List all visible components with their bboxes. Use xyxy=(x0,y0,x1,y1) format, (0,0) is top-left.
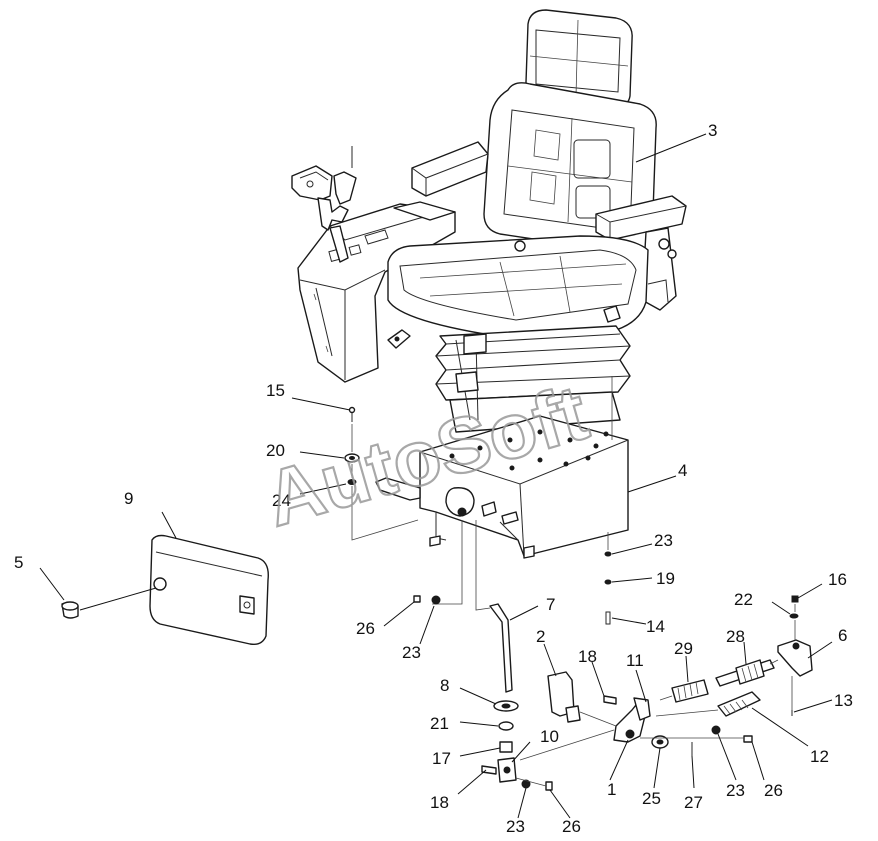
callout-26-lower: 26 xyxy=(562,817,581,836)
callout-22: 22 xyxy=(734,590,753,609)
callout-27: 27 xyxy=(684,793,703,812)
nut-16 xyxy=(791,595,799,603)
bolt-14 xyxy=(605,611,611,625)
cotter-26-right xyxy=(743,735,753,743)
callout-15: 15 xyxy=(266,381,285,400)
washer-23-box xyxy=(604,551,612,557)
seat-suspension xyxy=(435,325,631,433)
pin-18-lower xyxy=(481,765,497,775)
washer-23-left xyxy=(431,595,441,605)
lever-1 xyxy=(613,697,651,743)
callout-14: 14 xyxy=(646,617,665,636)
callout-10: 10 xyxy=(540,727,559,746)
callout-21: 21 xyxy=(430,714,449,733)
callout-23-left: 23 xyxy=(402,643,421,662)
callout-26-right: 26 xyxy=(764,781,783,800)
pivot-block xyxy=(497,757,517,783)
callout-7: 7 xyxy=(546,595,555,614)
callout-3: 3 xyxy=(708,121,717,140)
cap-nut xyxy=(61,601,79,619)
callout-16: 16 xyxy=(828,570,847,589)
washer-24 xyxy=(347,479,357,485)
washer-22 xyxy=(789,613,799,619)
callout-5: 5 xyxy=(14,553,23,572)
nut-17 xyxy=(499,741,513,753)
callout-20: 20 xyxy=(266,441,285,460)
callout-2: 2 xyxy=(536,627,545,646)
callout-24: 24 xyxy=(272,491,291,510)
callout-28: 28 xyxy=(726,627,745,646)
cotter-26-left xyxy=(413,595,421,603)
side-cover xyxy=(149,534,269,646)
callout-1: 1 xyxy=(607,780,616,799)
callout-6: 6 xyxy=(838,626,847,645)
spring-12 xyxy=(717,691,761,717)
callout-labels: 1 2 3 4 5 6 7 8 9 10 11 12 13 14 15 16 1… xyxy=(14,121,853,836)
washer-23-right xyxy=(711,725,721,735)
cotter-26-lower xyxy=(545,781,553,791)
callout-17: 17 xyxy=(432,749,451,768)
bracket-6 xyxy=(777,639,813,677)
seat-base-box xyxy=(375,415,629,559)
callout-4: 4 xyxy=(678,461,687,480)
pin-18-upper xyxy=(603,695,617,705)
callout-25: 25 xyxy=(642,789,661,808)
callout-29: 29 xyxy=(674,639,693,658)
cable-rod xyxy=(489,603,513,693)
operator-seat xyxy=(387,9,687,339)
bolt-15 xyxy=(348,406,356,422)
callout-23-right: 23 xyxy=(726,781,745,800)
joystick xyxy=(291,146,357,263)
callout-9: 9 xyxy=(124,489,133,508)
callout-8: 8 xyxy=(440,676,449,695)
callout-11: 11 xyxy=(626,651,644,670)
callout-23-box: 23 xyxy=(654,531,673,550)
callout-26-left: 26 xyxy=(356,619,375,638)
callout-13: 13 xyxy=(834,691,853,710)
washer-21 xyxy=(498,721,514,731)
washer-19 xyxy=(604,579,612,585)
bracket-2 xyxy=(547,671,581,723)
callout-23-lower: 23 xyxy=(506,817,525,836)
callout-18-upper: 18 xyxy=(578,647,597,666)
callout-18-lower: 18 xyxy=(430,793,449,812)
threaded-rod-28 xyxy=(715,659,775,687)
callout-12: 12 xyxy=(810,747,829,766)
callout-19: 19 xyxy=(656,569,675,588)
spring-29 xyxy=(671,679,709,703)
